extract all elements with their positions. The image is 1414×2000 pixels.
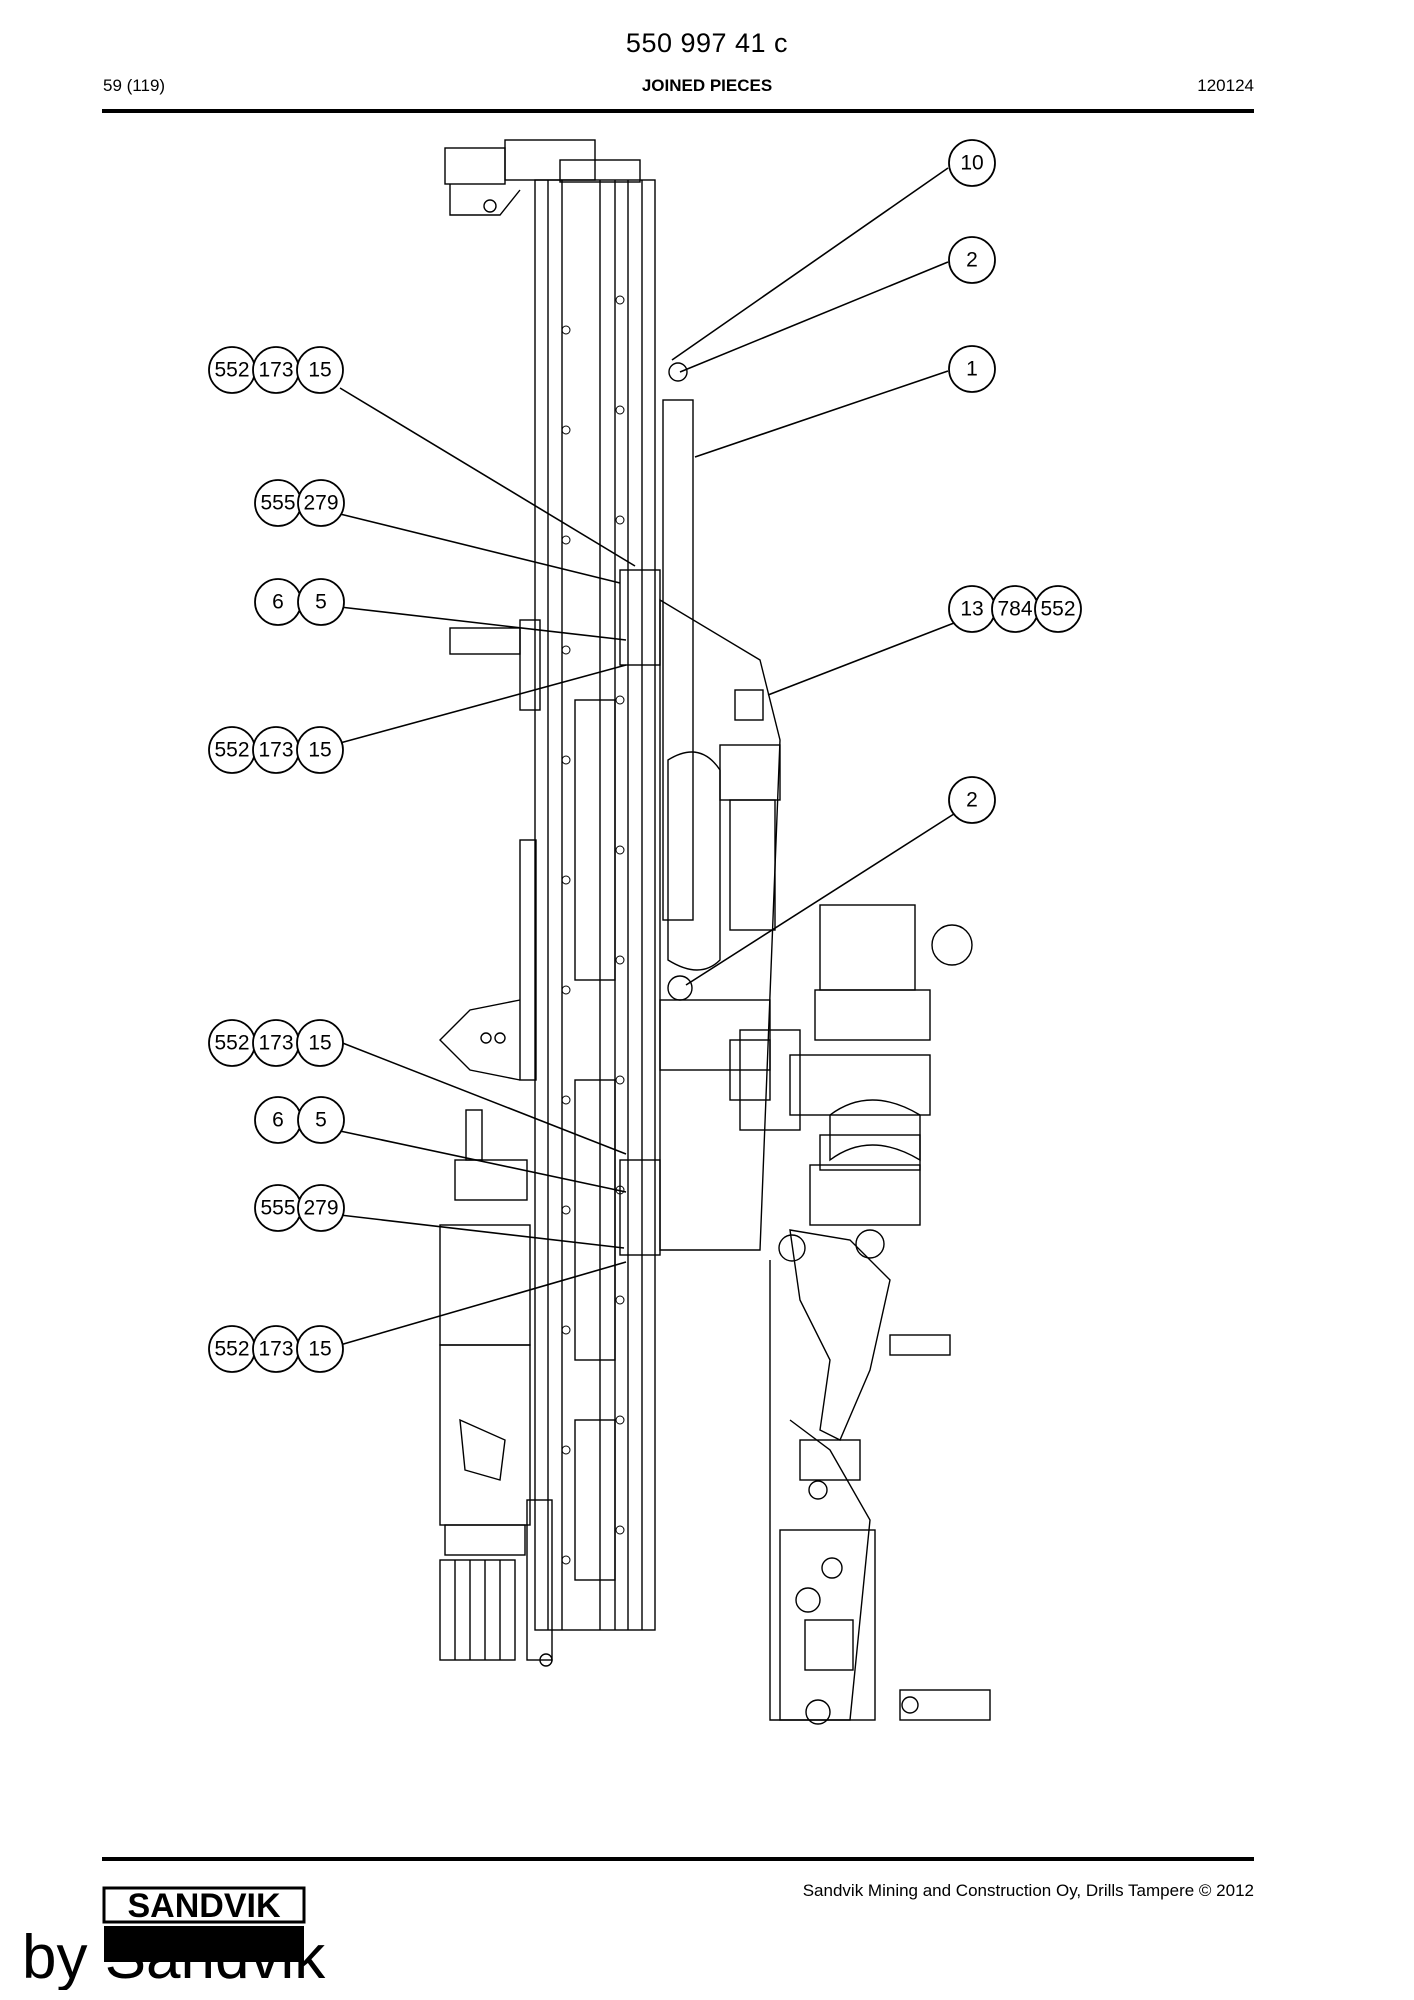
sandvik-watermark: SANDVIK by Sandvik bbox=[22, 1886, 326, 1990]
rock-drill-body bbox=[439, 1344, 531, 1526]
callout-group3-b: 5 bbox=[315, 591, 327, 614]
cradle-lower bbox=[619, 1159, 661, 1256]
top-bracket bbox=[444, 147, 506, 185]
callout-group4-a: 13 bbox=[960, 598, 983, 621]
callout-group9-c: 15 bbox=[308, 1338, 331, 1361]
feed-beam-assembly bbox=[439, 139, 991, 1725]
rotation-unit-upper bbox=[819, 904, 916, 991]
callout-group3-a: 6 bbox=[272, 591, 284, 614]
feed-cylinder bbox=[662, 399, 694, 921]
section-title: JOINED PIECES bbox=[641, 76, 773, 95]
callout-group7-a: 6 bbox=[272, 1109, 284, 1132]
callout-group2-b: 279 bbox=[303, 492, 338, 515]
redaction-bar bbox=[104, 1926, 304, 1962]
document-number: 550 997 41 c bbox=[625, 28, 789, 58]
callout-group6-c: 15 bbox=[308, 1032, 331, 1055]
watermark-text: by Sandvik bbox=[22, 1923, 326, 1990]
valve-block bbox=[719, 744, 781, 801]
bolt-icon bbox=[483, 199, 497, 213]
rock-drill-top bbox=[454, 1159, 528, 1201]
callout-2-upper-label: 2 bbox=[966, 249, 978, 272]
callout-2-lower-label: 2 bbox=[966, 789, 978, 812]
sandvik-logo-text: SANDVIK bbox=[127, 1887, 280, 1925]
callout-10-label: 10 bbox=[960, 152, 983, 175]
cradle-upper bbox=[619, 569, 661, 666]
callout-2-upper bbox=[948, 236, 996, 284]
callout-10 bbox=[948, 139, 996, 187]
callout-group5-b: 173 bbox=[258, 739, 293, 762]
pulley bbox=[439, 1559, 516, 1661]
boom-arm bbox=[789, 1229, 891, 1441]
callout-group2-a: 555 bbox=[260, 492, 295, 515]
callout-group5-c: 15 bbox=[308, 739, 331, 762]
callout-group1-c: 15 bbox=[308, 359, 331, 382]
header-rule bbox=[102, 109, 1254, 113]
leader-lines bbox=[339, 167, 958, 1346]
feed-beam bbox=[534, 179, 656, 1631]
callout-1 bbox=[948, 345, 996, 393]
copyright: Sandvik Mining and Construction Oy, Dril… bbox=[802, 1881, 1254, 1900]
sandvik-logo-box bbox=[102, 1886, 306, 1924]
footer-rule bbox=[102, 1857, 1254, 1861]
callout-group7-b: 5 bbox=[315, 1109, 327, 1132]
callout-group1-b: 173 bbox=[258, 359, 293, 382]
date-code: 120124 bbox=[1197, 76, 1254, 95]
callout-group4-c: 552 bbox=[1040, 598, 1075, 621]
side-plate bbox=[659, 598, 781, 1251]
callout-group9-a: 552 bbox=[214, 1338, 249, 1361]
page-count: 59 (119) bbox=[103, 76, 166, 95]
callout-group8-a: 555 bbox=[260, 1197, 295, 1220]
callout-group9-b: 173 bbox=[258, 1338, 293, 1361]
callout-2-lower bbox=[948, 776, 996, 824]
callout-group6-b: 173 bbox=[258, 1032, 293, 1055]
callout-group8-b: 279 bbox=[303, 1197, 338, 1220]
callout-group1-a: 552 bbox=[214, 359, 249, 382]
callout-group6-a: 552 bbox=[214, 1032, 249, 1055]
callout-group4-b: 784 bbox=[997, 598, 1032, 621]
callout-group5-a: 552 bbox=[214, 739, 249, 762]
callout-1-label: 1 bbox=[966, 358, 978, 381]
